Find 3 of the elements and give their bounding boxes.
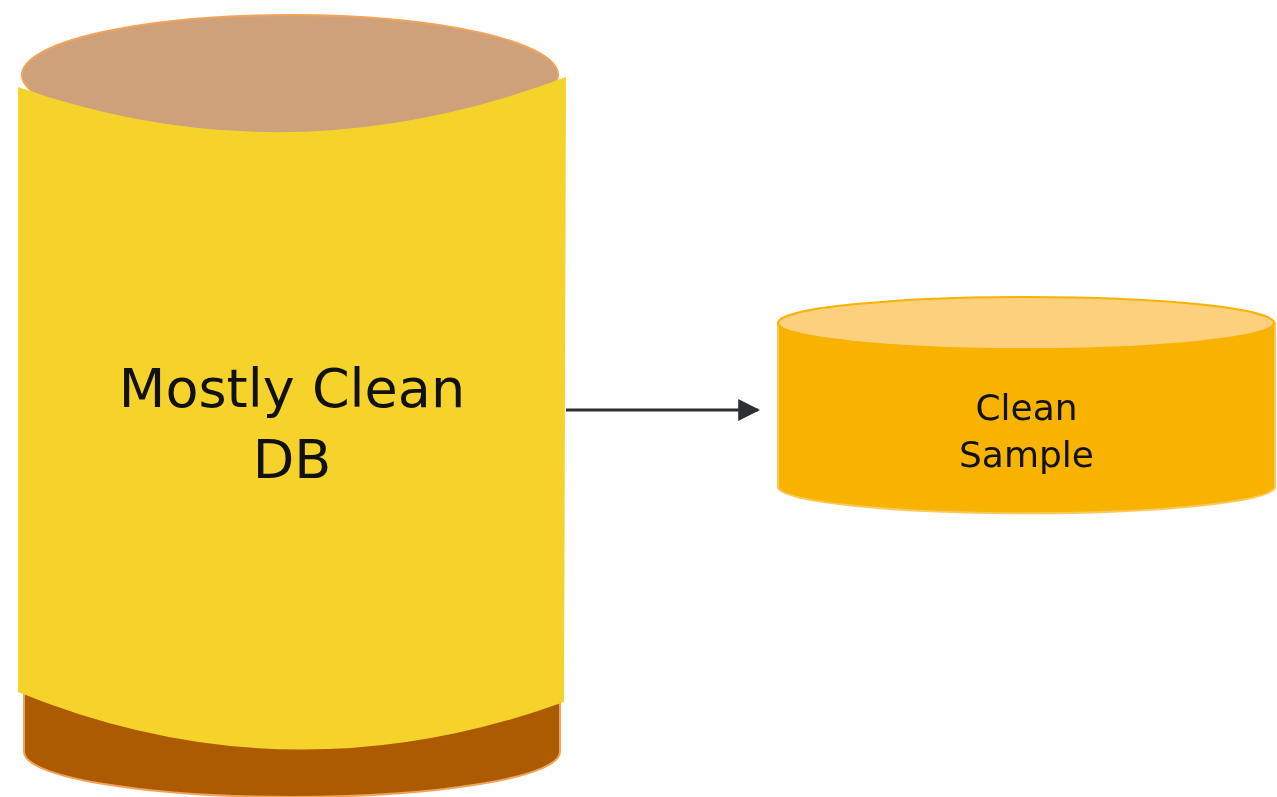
node-label: Mostly Clean DB <box>117 356 467 493</box>
arrow <box>566 399 761 421</box>
node-label: Clean Sample <box>958 386 1095 477</box>
